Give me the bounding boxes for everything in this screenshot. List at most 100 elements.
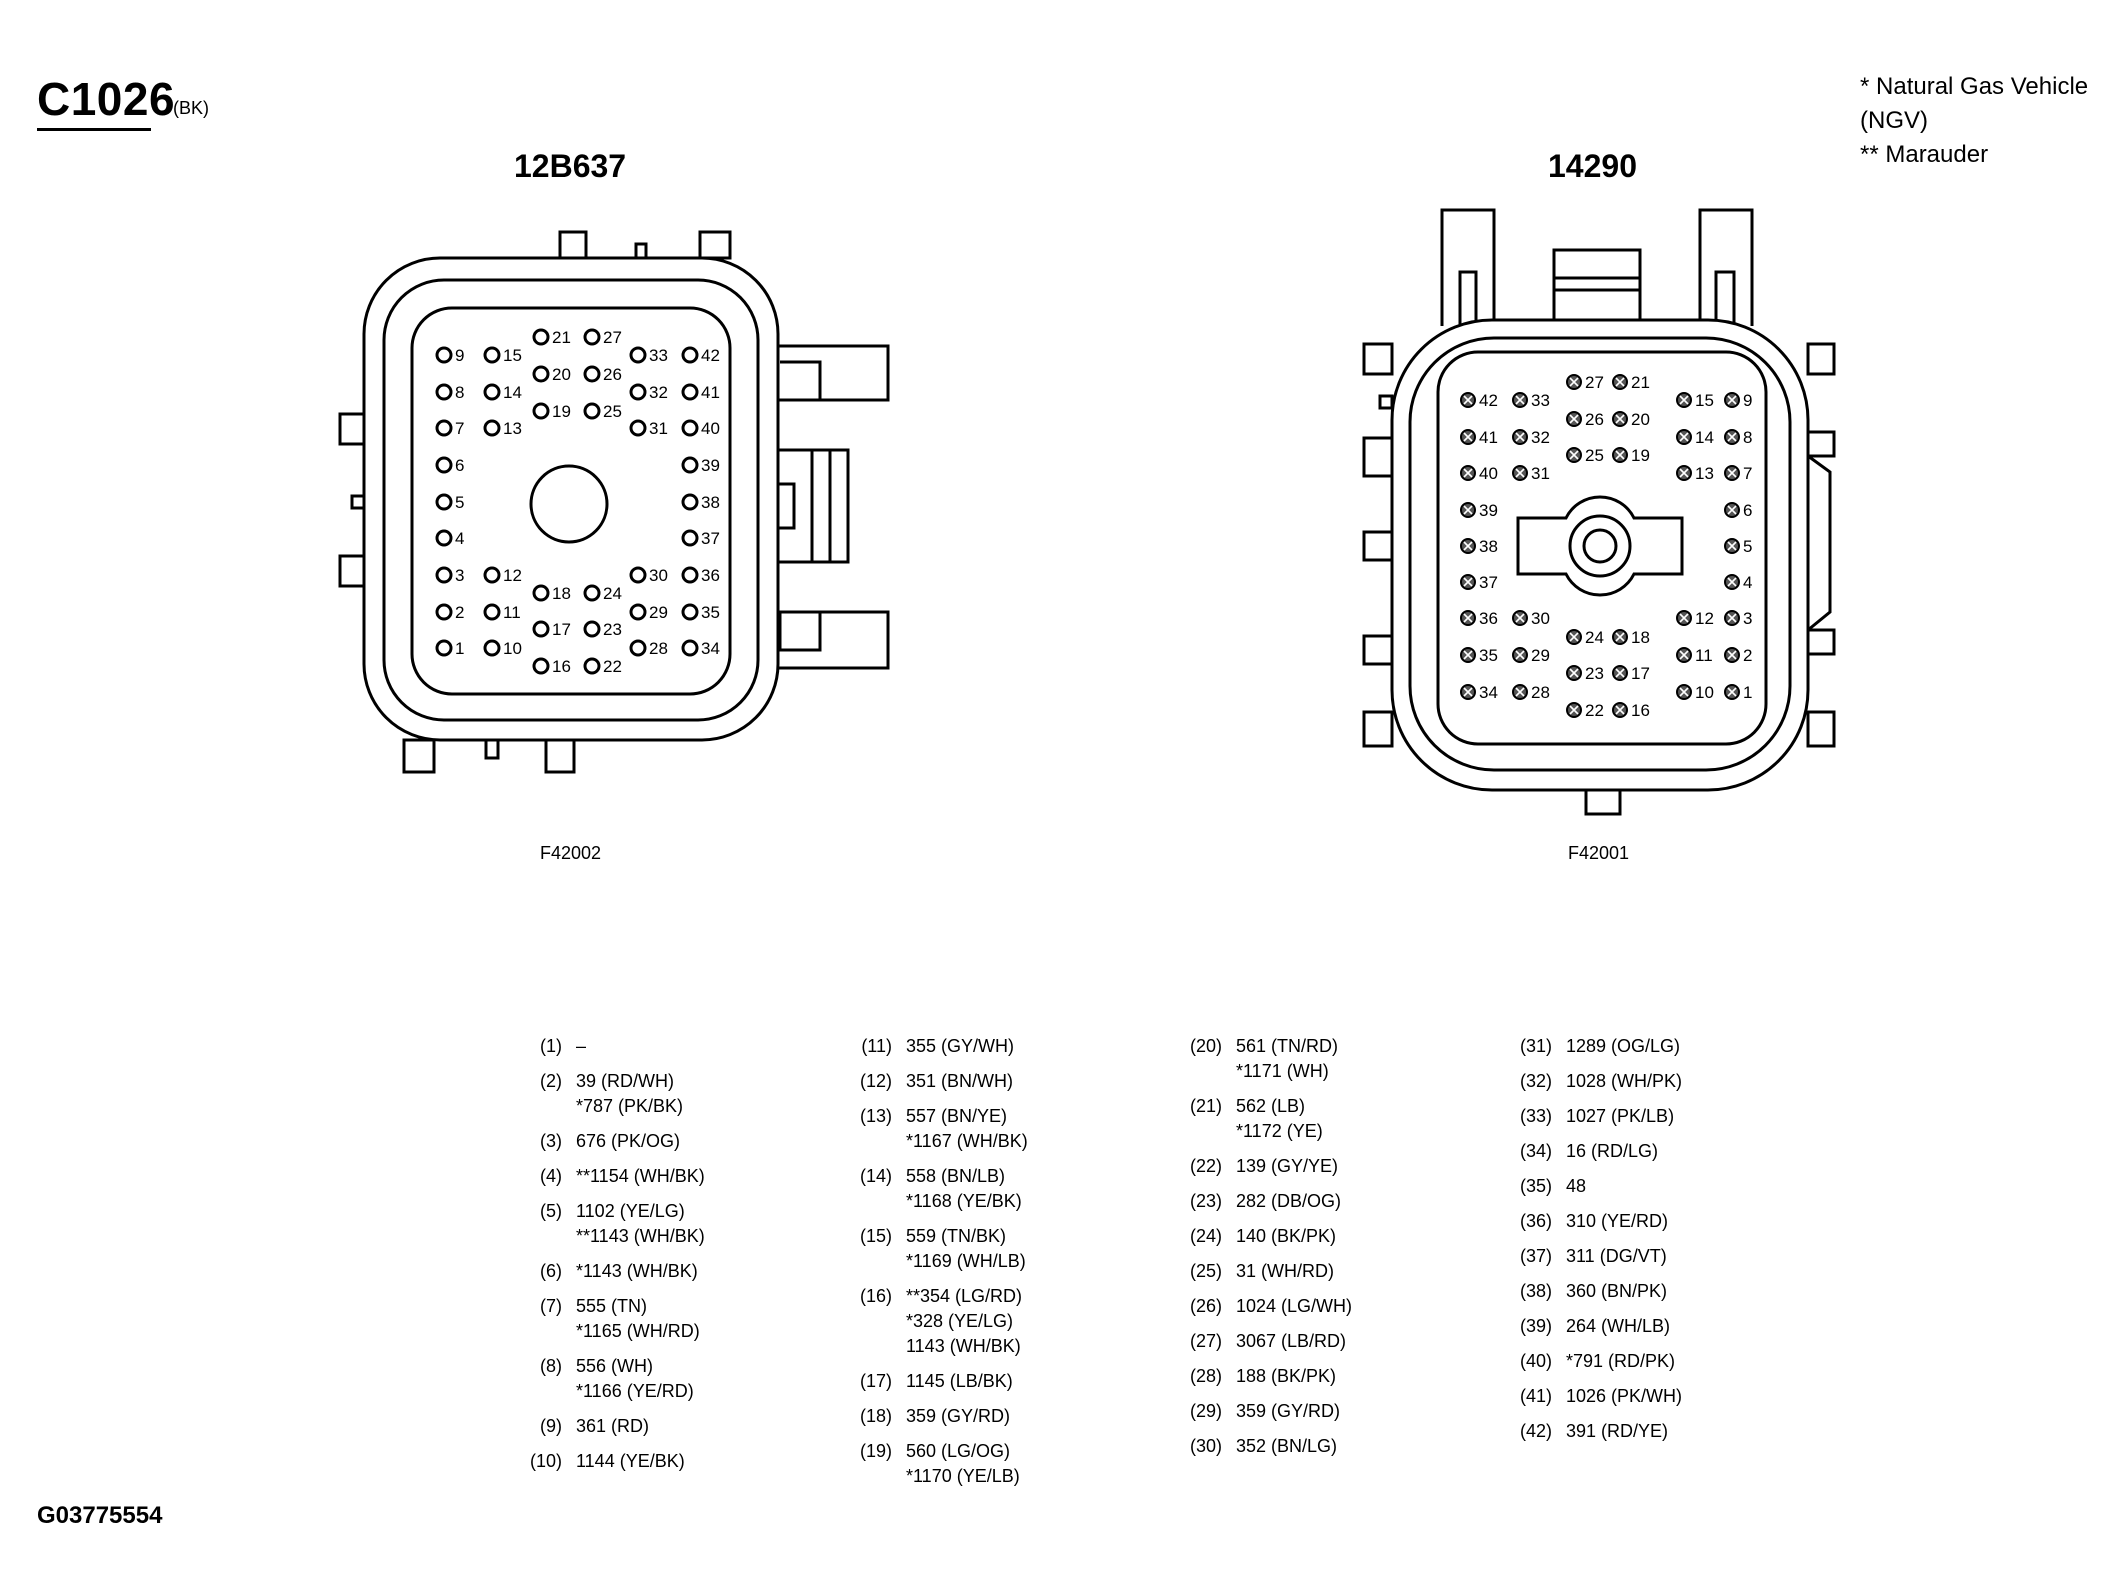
pinout-pin-number: (35)	[1519, 1176, 1552, 1196]
pinout-pin-number: (19)	[859, 1441, 892, 1461]
left-bottom-tab	[544, 738, 576, 774]
right-center-bolt-hole-inner	[1582, 528, 1618, 564]
right-pin-label: 1	[1743, 683, 1752, 702]
right-pin-socket-mark	[1569, 668, 1579, 678]
pinout-pin-number: (29)	[1189, 1401, 1222, 1421]
pinout-pin-number: (20)	[1189, 1036, 1222, 1056]
pinout-wire: **1143 (WH/BK)	[576, 1226, 705, 1246]
right-pin-socket-mark	[1569, 377, 1579, 387]
right-connector-part-number: 14290	[1548, 148, 1637, 184]
left-pin-label: 33	[649, 346, 668, 365]
right-pin-socket-mark	[1615, 450, 1625, 460]
right-center-key	[1516, 495, 1684, 597]
right-top-latch-left	[1440, 208, 1496, 326]
left-pin-label: 28	[649, 639, 668, 658]
left-pin-16	[532, 657, 550, 675]
pinout-column: (11)355 (GY/WH)(12)351 (BN/WH)(13)557 (B…	[842, 1034, 1028, 1499]
right-pin-socket-mark	[1679, 432, 1689, 442]
left-top-tab	[698, 230, 732, 260]
left-top-tab	[558, 230, 588, 260]
pinout-wire: 282 (DB/OG)	[1236, 1191, 1342, 1211]
pinout-wire: 560 (LG/OG)	[906, 1441, 1011, 1461]
left-pin-11	[483, 603, 501, 621]
left-pin-33	[629, 346, 647, 364]
pinout-pin-number: (6)	[540, 1261, 562, 1281]
note-line: (NGV)	[1860, 107, 1928, 134]
left-pin-label: 18	[552, 584, 571, 603]
right-pin-label: 7	[1743, 464, 1752, 483]
left-pin-21	[532, 328, 550, 346]
right-connector-pins: 1234567891011121314151617181920212223242…	[1460, 373, 1752, 720]
right-pin-socket-mark	[1515, 687, 1525, 697]
right-pin-socket-mark	[1727, 650, 1737, 660]
left-pin-label: 29	[649, 603, 668, 622]
pinout-entry: (28)188 (BK/PK)	[1172, 1364, 1352, 1389]
pinout-wire: *1167 (WH/BK)	[906, 1131, 1028, 1151]
right-pin-label: 6	[1743, 501, 1752, 520]
pinout-wire: 311 (DG/VT)	[1566, 1246, 1667, 1266]
pinout-entry: (25)31 (WH/RD)	[1172, 1259, 1352, 1284]
left-pin-5	[435, 493, 453, 511]
pinout-entry: (5)1102 (YE/LG)**1143 (WH/BK)	[512, 1199, 705, 1249]
right-pin-socket-mark	[1463, 395, 1473, 405]
left-pin-14	[483, 383, 501, 401]
right-side-tab-small	[1378, 394, 1394, 410]
connector-code-underline	[37, 128, 151, 131]
pinout-entry: (41) 1026 (PK/WH)	[1502, 1384, 1682, 1409]
left-pin-26	[583, 365, 601, 383]
pinout-entry: (37) 311 (DG/VT)	[1502, 1244, 1682, 1269]
left-pin-label: 32	[649, 383, 668, 402]
left-pin-label: 10	[503, 639, 522, 658]
left-pin-22	[583, 657, 601, 675]
pinout-wire: 359 (GY/RD)	[906, 1406, 1011, 1426]
pinout-entry: (42)391 (RD/YE)	[1502, 1419, 1682, 1444]
right-pin-socket-mark	[1569, 450, 1579, 460]
left-pin-27	[583, 328, 601, 346]
right-pin-socket-mark	[1727, 613, 1737, 623]
pinout-wire: *1143 (WH/BK)	[576, 1261, 698, 1281]
pinout-wire: 559 (TN/BK)	[906, 1226, 1007, 1246]
pinout-pin-number: (31)	[1519, 1036, 1552, 1056]
right-pin-label: 41	[1479, 428, 1498, 447]
left-pin-1	[435, 639, 453, 657]
pinout-pin-number: (32)	[1519, 1071, 1552, 1091]
pinout-entry: (26)1024 (LG/WH)	[1172, 1294, 1352, 1319]
right-top-latch-right	[1698, 208, 1754, 326]
pinout-pin-number: (28)	[1189, 1366, 1222, 1386]
left-pin-25	[583, 402, 601, 420]
pinout-entry: (17)1145 (LB/BK)	[842, 1369, 1028, 1394]
right-pin-label: 9	[1743, 391, 1752, 410]
right-pin-label: 35	[1479, 646, 1498, 665]
pinout-wire: –	[576, 1036, 587, 1056]
right-side-tab	[1362, 710, 1394, 748]
pinout-pin-number: (37)	[1519, 1246, 1552, 1266]
left-pin-20	[532, 365, 550, 383]
right-pin-socket-mark	[1679, 687, 1689, 697]
left-pin-label: 26	[603, 365, 622, 384]
right-pin-label: 27	[1585, 373, 1604, 392]
pinout-pin-number: (42)	[1519, 1421, 1552, 1441]
right-pin-label: 18	[1631, 628, 1650, 647]
right-pin-socket-mark	[1463, 505, 1473, 515]
right-pin-label: 10	[1695, 683, 1714, 702]
note-line: ** Marauder	[1860, 141, 1989, 168]
pinout-wire: 1026 (PK/WH)	[1566, 1386, 1683, 1406]
document-id: G03775554	[37, 1502, 163, 1529]
pinout-entry: (13)557 (BN/YE)*1167 (WH/BK)	[842, 1104, 1028, 1154]
pinout-wire: *1172 (YE)	[1236, 1121, 1323, 1141]
left-pin-label: 17	[552, 620, 571, 639]
pinout-wire: 140 (BK/PK)	[1236, 1226, 1337, 1246]
right-pin-label: 39	[1479, 501, 1498, 520]
pinout-pin-number: (41)	[1519, 1386, 1552, 1406]
right-pin-socket-mark	[1679, 613, 1689, 623]
right-pin-socket-mark	[1463, 577, 1473, 587]
pinout-wire: 352 (BN/LG)	[1236, 1436, 1338, 1456]
left-pin-9	[435, 346, 453, 364]
left-pin-label: 19	[552, 402, 571, 421]
pinout-pin-number: (1)	[540, 1036, 562, 1056]
pinout-entry: (11)355 (GY/WH)	[842, 1034, 1028, 1059]
pinout-entry: (6) *1143 (WH/BK)	[512, 1259, 705, 1284]
pinout-wire: **1154 (WH/BK)	[576, 1166, 705, 1186]
pinout-pin-number: (4)	[540, 1166, 562, 1186]
